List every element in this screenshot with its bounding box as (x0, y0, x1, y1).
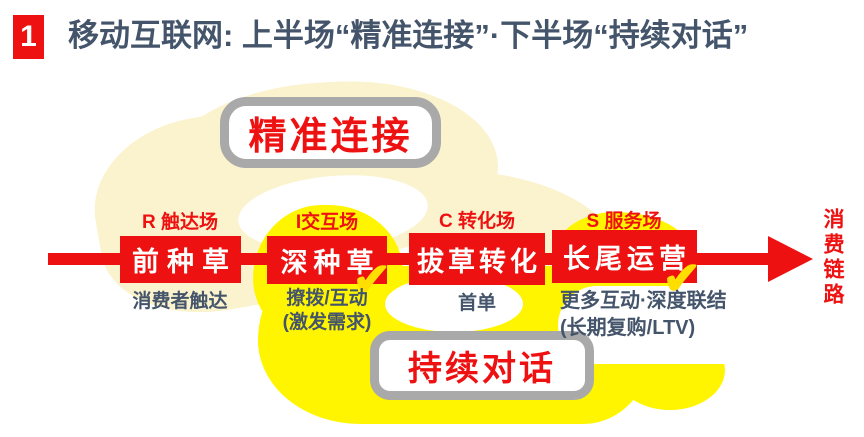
stage-box-label: 拔草转化 (417, 246, 541, 278)
stage-box-conversion: 拔草转化 (409, 233, 545, 285)
note-line: (激发需求) (282, 312, 372, 333)
stage-box-label: 前种草 (132, 247, 237, 278)
scene-label-service: S 服务场 (586, 211, 662, 232)
note-line: 首单 (457, 293, 496, 314)
scene-label-reach: R 触达场 (141, 212, 218, 233)
white-patch (558, 286, 808, 364)
stage-box-pre-seeding: 前种草 (120, 236, 241, 283)
stage-box-label: 深种草 (280, 247, 380, 279)
white-patch (385, 276, 523, 332)
stage-box-label: 长尾运营 (563, 244, 691, 275)
stage-box-longtail-operation: 长尾运营 ✔ (552, 230, 701, 301)
callout-continuous-dialogue: 持续对话 (370, 331, 594, 400)
scene-label-convert: C 转化场 (438, 211, 515, 232)
stage-note-reach: 消费者触达 (90, 289, 270, 314)
slide-title: 移动互联网: 上半场“精准连接”·下半场“持续对话” (68, 18, 749, 53)
slide-number-badge: 1 (13, 15, 44, 59)
check-icon: ✔ (662, 251, 701, 305)
note-line: 撩拨/互动 (286, 288, 368, 309)
scene-label-interact: I交互场 (295, 212, 359, 233)
note-line: (长期复购/LTV) (560, 317, 696, 339)
stage-note-convert: 首单 (397, 291, 557, 316)
check-icon: ✔ (352, 252, 391, 306)
stage-note-service: 更多互动·深度联结 (长期复购/LTV) (560, 288, 820, 342)
consumer-path-label: 消费链路 (821, 208, 844, 308)
callout-precise-connection: 精准连接 (220, 97, 441, 168)
stage-note-interact: 撩拨/互动 (激发需求) (237, 287, 417, 335)
stage-box-deep-seeding: 深种草 ✔ (267, 236, 391, 302)
flow-arrow-head-icon (768, 236, 813, 282)
note-line: 更多互动·深度联结 (560, 290, 727, 312)
note-line: 消费者触达 (132, 291, 228, 312)
